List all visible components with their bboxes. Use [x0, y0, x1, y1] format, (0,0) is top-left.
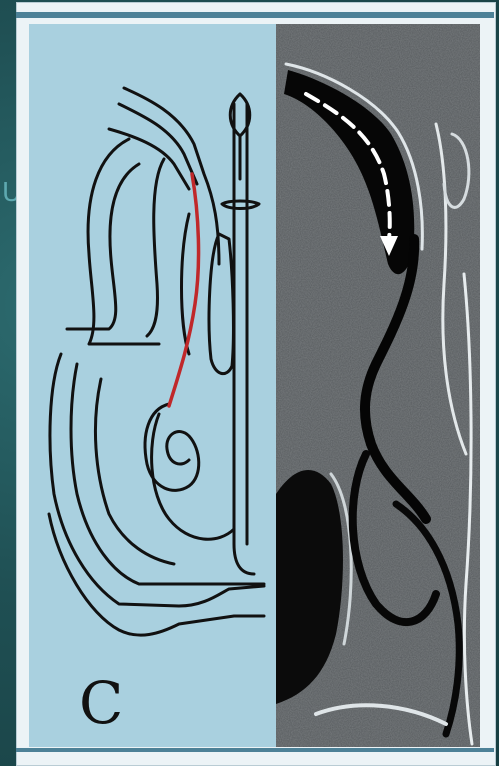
septum-left [234, 104, 254, 574]
cribriform-bar [222, 201, 259, 209]
sinus-wall-inner [67, 164, 139, 329]
turbinate-outer [152, 414, 234, 539]
schematic-drawing [29, 24, 276, 747]
middle-turbinate-loop [209, 234, 233, 374]
sinus-wall-lower [147, 159, 164, 336]
drainage-pathway [169, 174, 199, 406]
panel-label: C [79, 674, 123, 732]
figure-bottom-band [16, 748, 494, 752]
ct-scan-panel [276, 24, 480, 747]
schematic-panel: C [29, 24, 276, 747]
figure-top-band [16, 12, 494, 18]
ct-scan-image [276, 24, 480, 747]
nasal-floor-outer [50, 354, 264, 606]
sinus-wall-outer [88, 139, 159, 344]
